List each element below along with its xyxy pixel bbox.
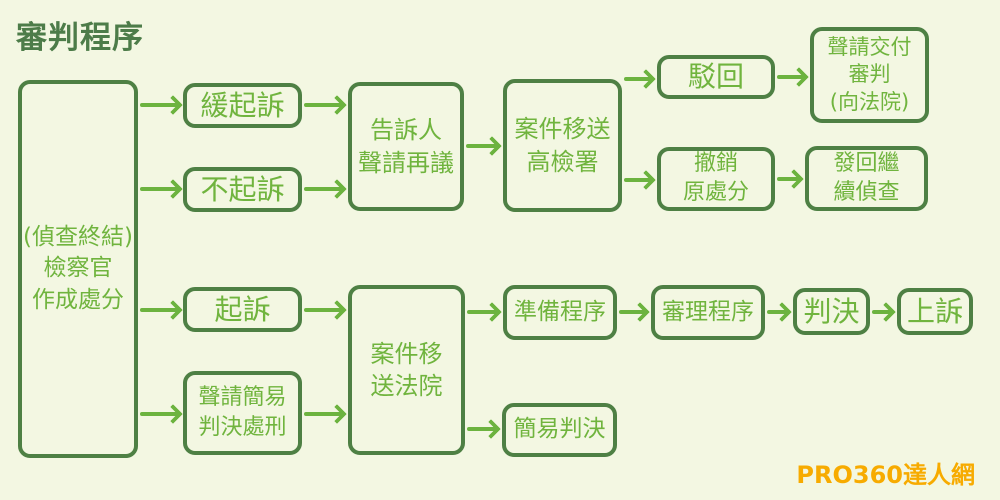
node-remand-continue-investigation: 發回繼 續偵查: [805, 146, 928, 211]
arrow-investigation-to-summary-judgment-request: [140, 406, 182, 422]
arrow-transfer-court-to-preparatory-procedure: [467, 304, 501, 320]
node-deferred-prosecution: 緩起訴: [183, 83, 302, 128]
arrow-prosecution-to-transfer-court: [304, 302, 346, 318]
node-transfer-high-prosecutors: 案件移送 高檢署: [503, 79, 622, 212]
arrow-complainant-reconsideration-to-transfer-high-prosecutors: [466, 138, 501, 154]
node-revoke-original-disposition: 撤銷 原處分: [657, 147, 775, 211]
arrow-summary-judgment-request-to-transfer-court: [304, 406, 346, 422]
node-appeal: 上訴: [897, 288, 973, 335]
arrow-trial-procedure-to-verdict: [767, 304, 791, 320]
node-trial-procedure: 審理程序: [651, 285, 765, 340]
arrow-verdict-to-appeal: [872, 304, 895, 320]
node-summary-judgment: 簡易判決: [502, 403, 617, 457]
page-title: 審判程序: [16, 20, 144, 56]
arrow-transfer-court-to-summary-judgment: [467, 421, 500, 437]
arrow-dismissal-to-apply-court-review: [777, 69, 808, 85]
node-complainant-reconsideration: 告訴人 聲請再議: [348, 82, 464, 211]
node-investigation: (偵查終結) 檢察官 作成處分: [18, 80, 138, 458]
node-non-prosecution: 不起訴: [183, 167, 302, 212]
node-summary-judgment-request: 聲請簡易 判決處刑: [183, 371, 302, 455]
arrow-preparatory-procedure-to-trial-procedure: [619, 304, 649, 320]
node-prosecution: 起訴: [183, 287, 302, 332]
arrow-transfer-high-prosecutors-to-dismissal: [624, 71, 655, 87]
arrow-investigation-to-prosecution: [140, 302, 182, 318]
node-dismissal: 駁回: [657, 55, 775, 99]
node-transfer-court: 案件移 送法院: [348, 285, 465, 455]
watermark-pro360: PRO360達人網: [796, 461, 975, 489]
node-verdict: 判決: [793, 288, 870, 335]
node-preparatory-procedure: 準備程序: [503, 285, 617, 340]
arrow-non-prosecution-to-complainant-reconsideration: [304, 181, 346, 197]
arrow-investigation-to-deferred-prosecution: [140, 97, 182, 113]
arrow-deferred-prosecution-to-complainant-reconsideration: [304, 97, 346, 113]
arrow-transfer-high-prosecutors-to-revoke-original-disposition: [624, 172, 655, 188]
node-apply-court-review: 聲請交付 審判 (向法院): [810, 27, 929, 123]
arrow-revoke-original-disposition-to-remand-continue-investigation: [777, 171, 803, 187]
arrow-investigation-to-non-prosecution: [140, 181, 182, 197]
